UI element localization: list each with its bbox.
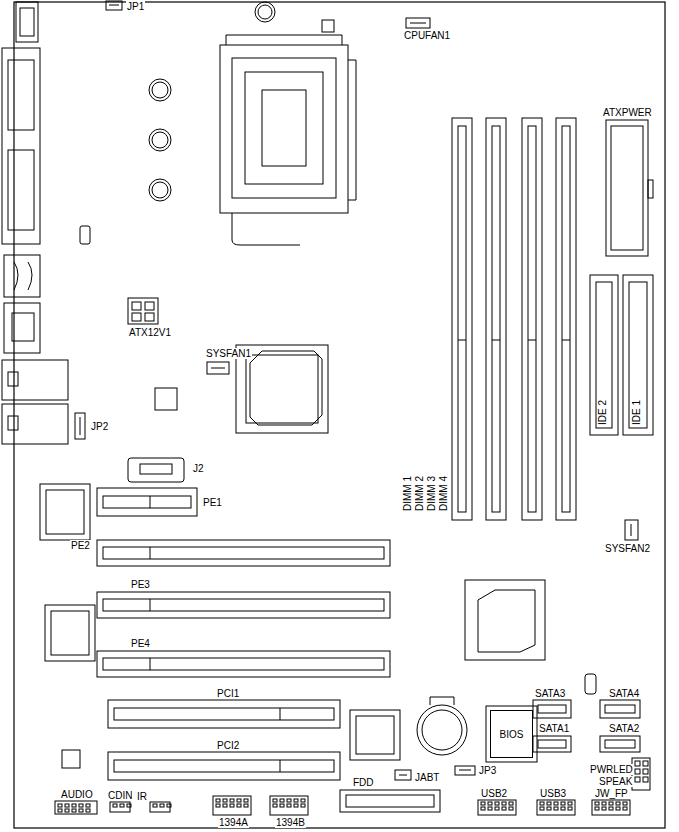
part-label: SATA3 <box>534 688 566 699</box>
part-label: PE3 <box>130 579 151 590</box>
part-label: IR <box>136 791 148 802</box>
part-label: SATA2 <box>608 723 640 734</box>
part-label: AUDIO <box>60 789 94 800</box>
part-label: PCI1 <box>216 688 240 699</box>
part-label: SATA4 <box>608 688 640 699</box>
part-label: JP2 <box>90 421 109 432</box>
part-label: DIMM 3 <box>426 475 437 512</box>
part-label: JP1 <box>126 1 145 12</box>
part-label: FDD <box>352 777 375 788</box>
part-label: IDE 2 <box>597 399 608 426</box>
part-label: JP3 <box>478 765 497 776</box>
part-label: SPEAK <box>598 776 633 787</box>
part-label: ATXPWER <box>602 107 653 118</box>
part-label: SATA1 <box>538 723 570 734</box>
part-label: PE4 <box>130 638 151 649</box>
part-label: DIMM 2 <box>414 475 425 512</box>
part-label: USB3 <box>539 788 567 799</box>
part-label: JABT <box>414 772 440 783</box>
part-label: DIMM 1 <box>402 475 413 512</box>
part-label: 1394B <box>275 817 306 828</box>
part-label: PWRLED <box>589 764 634 775</box>
part-label: PE2 <box>70 540 91 551</box>
part-label: CDIN <box>107 790 133 801</box>
part-label: DIMM 4 <box>438 475 449 512</box>
part-label: SYSFAN1 <box>205 348 252 359</box>
bios-chip: BIOS <box>490 710 533 758</box>
part-label: JW_FP <box>594 788 629 799</box>
part-label: SYSFAN2 <box>604 543 651 554</box>
part-label: J2 <box>192 463 205 474</box>
part-label: ATX12V1 <box>128 327 172 338</box>
part-label: 1394A <box>218 817 249 828</box>
part-label: IDE 1 <box>631 399 642 426</box>
part-label: CPUFAN1 <box>403 30 451 41</box>
part-label: PE1 <box>202 497 223 508</box>
part-label: USB2 <box>480 788 508 799</box>
chip-label: BIOS <box>500 729 524 740</box>
part-label: PCI2 <box>216 740 240 751</box>
